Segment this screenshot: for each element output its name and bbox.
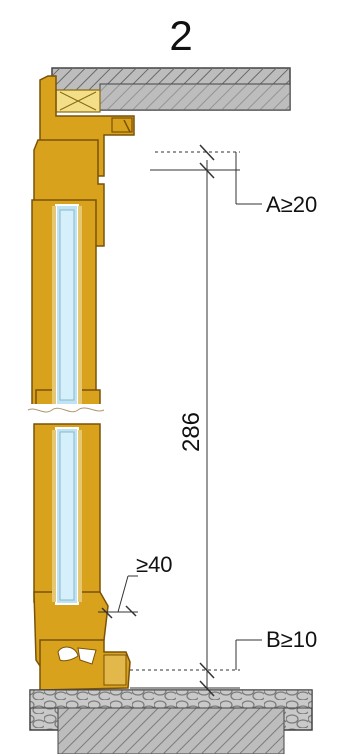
lower-glazing: [52, 427, 82, 605]
label-gap-top: A≥20: [266, 192, 317, 217]
upper-glazing: [52, 204, 82, 406]
label-gap-bottom: B≥10: [266, 627, 317, 652]
bottom-wall: [29, 689, 313, 754]
label-overlap: ≥40: [136, 552, 173, 577]
figure-number: 2: [169, 12, 192, 59]
dimension-lines: [98, 144, 262, 697]
section-break: [0, 404, 150, 426]
top-insulation: [55, 89, 101, 113]
lower-frame: [39, 639, 131, 691]
label-height: 286: [178, 412, 205, 452]
